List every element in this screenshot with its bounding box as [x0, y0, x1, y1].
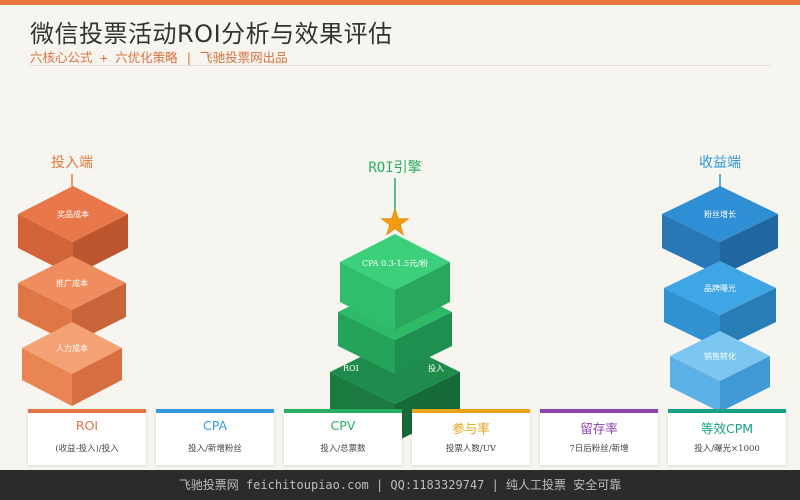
formula-card-cpa: CPA 投入/新增粉丝: [156, 409, 274, 465]
card-formula: 投票人数/UV: [445, 444, 497, 454]
output-block-sales-conversion: 销售转化: [670, 331, 770, 412]
block-left-face: [22, 348, 72, 406]
input-block-prize-cost: 奖品成本: [18, 186, 128, 276]
roi-flow-diagram: 投入端 奖品成本 推广成本 人力成本 ROI引擎 ROI 投入 CPA 0.3: [18, 155, 778, 442]
card-formula: 投入/总票数: [320, 444, 366, 454]
block-right-face: [720, 288, 776, 349]
card-accent-bar: [412, 409, 530, 413]
card-formula: (收益-投入)/投入: [55, 444, 119, 454]
card-formula: 投入/新增粉丝: [188, 444, 242, 454]
input-block-labor-cost: 人力成本: [22, 322, 122, 406]
block-left-face: [670, 356, 720, 412]
block-right-face: [72, 283, 126, 344]
card-accent-bar: [156, 409, 274, 413]
block-left-face: [18, 214, 73, 276]
block-left-face: [18, 283, 72, 344]
formula-card-cpv: CPV 投入/总票数: [284, 409, 402, 465]
engine-label: ROI引擎: [368, 160, 421, 176]
card-accent-bar: [284, 409, 402, 413]
block-right-face: [720, 356, 770, 412]
block-right-face: [720, 214, 778, 276]
star-icon: [380, 207, 410, 236]
block-label: 销售转化: [704, 351, 736, 361]
block-label-fragment-left: ROI: [343, 364, 359, 373]
formula-card-equivalent-cpm: 等效CPM 投入/曝光×1000: [668, 409, 786, 465]
output-block-brand-exposure: 品牌曝光: [664, 261, 776, 349]
card-accent-bar: [668, 409, 786, 413]
page-title: 微信投票活动ROI分析与效果评估: [30, 20, 393, 48]
block-right-face: [395, 372, 460, 442]
top-accent-bar: [0, 0, 800, 5]
block-label: 品牌曝光: [704, 283, 736, 293]
card-title: 等效CPM: [700, 421, 754, 436]
card-title: 留存率: [580, 421, 618, 436]
card-title: 参与率: [452, 421, 490, 436]
block-right-face: [72, 348, 122, 406]
title-divider: [30, 65, 770, 66]
card-accent-bar: [28, 409, 146, 413]
formula-card-roi: ROI (收益-投入)/投入: [28, 409, 146, 465]
output-block-fan-growth: 粉丝增长: [662, 186, 778, 276]
card-accent-bar: [540, 409, 658, 413]
block-left-face: [662, 214, 720, 276]
block-left-face: [340, 262, 395, 330]
card-title: ROI: [75, 418, 99, 433]
block-label: 奖品成本: [57, 209, 89, 219]
input-block-promotion-cost: 推广成本: [18, 256, 126, 344]
formula-card-retention-rate: 留存率 7日后粉丝/新增: [540, 409, 658, 465]
block-label: 推广成本: [56, 278, 88, 288]
block-left-face: [338, 312, 395, 374]
block-right-face: [395, 312, 452, 374]
formula-card-participation-rate: 参与率 投票人数/UV: [412, 409, 530, 465]
block-right-face: [395, 262, 450, 330]
block-label: CPA 0.3-1.5元/粉: [362, 258, 428, 268]
input-side-label: 投入端: [51, 155, 93, 171]
engine-block-top: CPA 0.3-1.5元/粉: [340, 234, 450, 330]
block-left-face: [664, 288, 720, 349]
card-title: CPA: [202, 418, 228, 433]
card-title: CPV: [330, 418, 356, 433]
page-footer: 飞驰投票网 feichitoupiao.com | QQ:1183329747 …: [0, 470, 800, 500]
card-formula: 投入/曝光×1000: [694, 444, 760, 454]
block-label: 粉丝增长: [704, 209, 736, 219]
output-side-label: 收益端: [699, 155, 741, 171]
card-formula: 7日后粉丝/新增: [569, 444, 629, 454]
block-label-fragment-right: 投入: [428, 363, 444, 373]
block-right-face: [73, 214, 128, 276]
block-label: 人力成本: [56, 343, 88, 353]
page-subtitle: 六核心公式 + 六优化策略 | 飞驰投票网出品: [30, 50, 288, 65]
